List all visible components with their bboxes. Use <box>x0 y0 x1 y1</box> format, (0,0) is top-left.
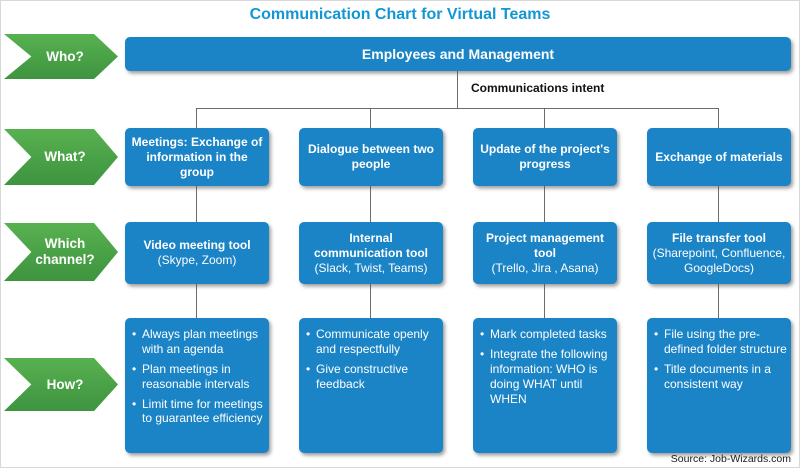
what-box-dialogue-label: Dialogue between two people <box>307 142 434 171</box>
page-title: Communication Chart for Virtual Teams <box>249 6 551 23</box>
channel-box-project-management: Project management tool (Trello, Jira , … <box>473 222 617 284</box>
connector-line <box>718 186 719 222</box>
connector-line <box>457 71 458 108</box>
row-arrow-what: What? <box>4 129 118 185</box>
bullet-item: Give constructive feedback <box>306 362 439 392</box>
channel-tools: (Slack, Twist, Teams) <box>314 260 428 275</box>
what-box-dialogue: Dialogue between two people <box>299 128 443 186</box>
employees-management-label: Employees and Management <box>361 46 555 62</box>
bullet-item: Always plan meetings with an agenda <box>132 327 265 357</box>
connector-line <box>370 284 371 318</box>
channel-box-internal-communication: Internal communication tool (Slack, Twis… <box>299 222 443 284</box>
what-box-update: Update of the project's progress <box>473 128 617 186</box>
bullet-item: Communicate openly and respectfully <box>306 327 439 357</box>
row-arrow-who-label: Who? <box>46 48 84 64</box>
connector-line <box>544 186 545 222</box>
connector-line <box>196 108 197 128</box>
channel-title: Video meeting tool <box>143 238 251 252</box>
connector-line <box>544 108 545 128</box>
connector-line <box>196 284 197 318</box>
connector-line <box>196 108 719 109</box>
channel-tools: (Trello, Jira , Asana) <box>491 260 599 275</box>
what-box-update-label: Update of the project's progress <box>480 142 610 171</box>
row-arrow-how: How? <box>4 358 118 411</box>
how-box-exchange: File using the pre-defined folder struct… <box>647 318 791 453</box>
row-arrow-which-label: Which channel? <box>35 236 95 267</box>
row-arrow-who: Who? <box>4 34 118 79</box>
employees-management-bar: Employees and Management <box>125 37 791 71</box>
how-box-dialogue: Communicate openly and respectfully Give… <box>299 318 443 453</box>
connector-line <box>196 186 197 222</box>
channel-box-video: Video meeting tool (Skype, Zoom) <box>125 222 269 284</box>
row-arrow-how-label: How? <box>46 376 84 392</box>
row-arrow-which-channel: Which channel? <box>4 223 118 281</box>
connector-line <box>544 284 545 318</box>
channel-box-file-transfer: File transfer tool (Sharepoint, Confluen… <box>647 222 791 284</box>
channel-tools: (Skype, Zoom) <box>157 253 237 267</box>
bullet-item: Plan meetings in reasonable intervals <box>132 362 265 392</box>
connector-line <box>370 186 371 222</box>
channel-tools: (Sharepoint, Confluence, GoogleDocs) <box>652 245 786 275</box>
row-arrow-what-label: What? <box>44 149 86 165</box>
how-box-meetings: Always plan meetings with an agenda Plan… <box>125 318 269 453</box>
what-box-meetings-label: Meetings: Exchange of information in the… <box>131 134 263 179</box>
what-box-exchange-label: Exchange of materials <box>655 149 783 164</box>
channel-title: Project management tool <box>485 230 605 260</box>
bullet-item: File using the pre-defined folder struct… <box>654 327 787 357</box>
bullet-item: Mark completed tasks <box>480 327 613 342</box>
connector-line <box>718 108 719 128</box>
what-box-exchange: Exchange of materials <box>647 128 791 186</box>
source-credit: Source: Job-Wizards.com <box>670 453 791 465</box>
intent-label: Communications intent <box>471 81 605 95</box>
what-box-meetings: Meetings: Exchange of information in the… <box>125 128 269 186</box>
bullet-item: Limit time for meetings to guarantee eff… <box>132 397 265 427</box>
channel-title: Internal communication tool <box>314 230 428 260</box>
connector-line <box>718 284 719 318</box>
bullet-item: Integrate the following information: WHO… <box>480 347 613 407</box>
bullet-item: Title documents in a consistent way <box>654 362 787 392</box>
how-box-update: Mark completed tasks Integrate the follo… <box>473 318 617 453</box>
channel-title: File transfer tool <box>671 230 766 245</box>
connector-line <box>370 108 371 128</box>
